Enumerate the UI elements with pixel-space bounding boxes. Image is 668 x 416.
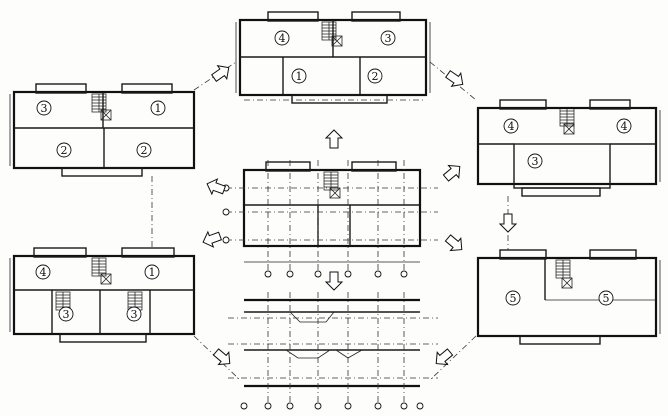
connector-arrows [151,60,517,381]
room-label: 5 [510,292,517,305]
room-label: 1 [296,70,303,83]
room-label: 4 [508,120,515,133]
room-label: 4 [621,120,628,133]
plan-right-top: 4 4 3 [476,99,661,197]
room-label: 3 [532,155,539,168]
room-label: 2 [61,144,68,157]
plan-left-bottom: 4 1 3 3 [9,247,196,343]
plan-right-bottom: 5 5 [476,249,661,345]
room-label: 2 [372,70,379,83]
room-label: 3 [131,308,138,321]
plan-left-top: 3 1 2 2 [9,83,196,177]
plan-bottom-grid [228,292,438,410]
room-label: 1 [155,102,162,115]
room-label: 5 [603,292,610,305]
plan-center-grid [222,160,438,278]
room-label: 3 [63,308,70,321]
room-label: 1 [149,266,156,279]
plan-top: 4 3 1 2 [235,11,431,104]
room-label: 2 [141,144,148,157]
room-label: 3 [385,32,392,45]
room-label: 3 [41,102,48,115]
room-label: 4 [40,266,47,279]
room-label: 4 [279,32,286,45]
